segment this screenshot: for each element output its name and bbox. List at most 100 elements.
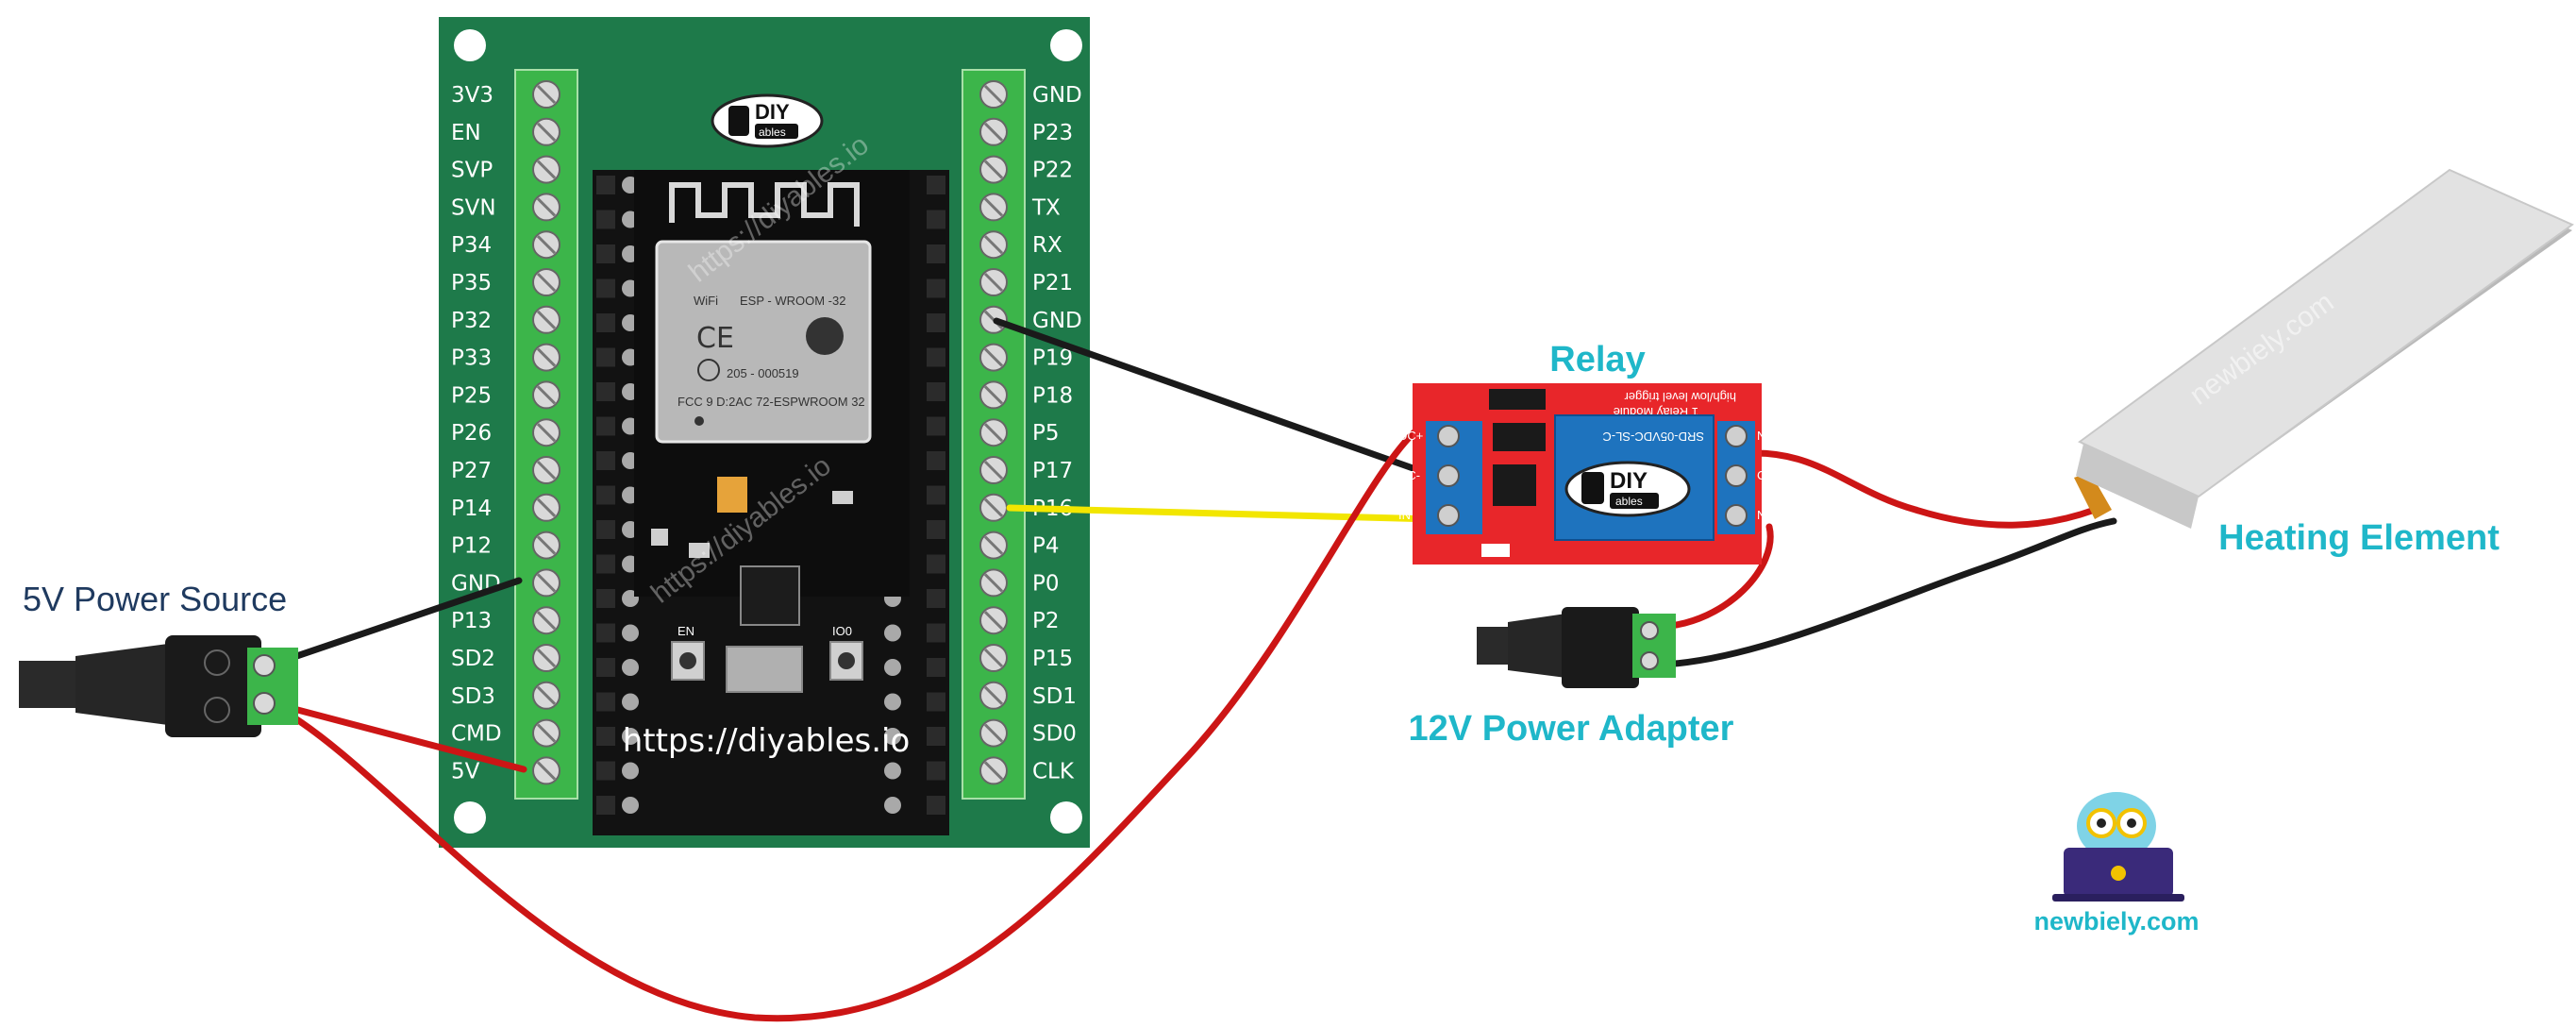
barrel-plug (19, 661, 75, 708)
header-pin (596, 210, 615, 229)
header-pin (927, 727, 945, 746)
pin-label-left: P13 (451, 609, 492, 633)
relay-pin-label: DC+ (1398, 429, 1423, 443)
pin-label-right: P22 (1032, 159, 1073, 183)
mount-hole (1050, 29, 1082, 61)
pin-label-left: P32 (451, 309, 492, 333)
screw-slot (983, 423, 1004, 443)
header-pin (927, 589, 945, 608)
pin-label-right: P19 (1032, 346, 1073, 371)
header-pin (596, 796, 615, 815)
header-pin (596, 589, 615, 608)
terminal-screw (1437, 504, 1460, 527)
relay-pin-label: NC (1757, 508, 1775, 522)
relay-pin-label: DC- (1398, 468, 1420, 482)
header-pin (927, 244, 945, 263)
pcb-antenna (669, 182, 860, 227)
header-pin (884, 797, 901, 814)
screw-slot (983, 611, 1004, 631)
screw-slot (983, 84, 1004, 105)
screw-slot (536, 160, 557, 179)
relay-silk: high/low level trigger (1624, 390, 1736, 404)
header-pin (596, 485, 615, 505)
pin-label-left: P35 (451, 271, 492, 295)
header-pin (927, 347, 945, 367)
pin-label-left: P25 (451, 383, 492, 408)
screw-slot (983, 197, 1004, 217)
header-pin (884, 659, 901, 676)
header-pin (927, 278, 945, 298)
header-pin (927, 485, 945, 505)
wire-5v-positive (265, 699, 527, 773)
plug-housing (1562, 607, 1639, 688)
heating-element: newbiely.com Heating Element (2074, 168, 2574, 558)
pin-label-right: P15 (1032, 647, 1073, 671)
right-terminal-screws (979, 80, 1008, 785)
screw-slot (536, 685, 557, 705)
header-pin (596, 658, 615, 677)
relay-pin-label: NO (1757, 429, 1776, 443)
screw-slot (536, 197, 557, 217)
optocoupler (1493, 423, 1546, 451)
module-cert: 205 - 000519 (727, 366, 799, 380)
screw-slot (983, 385, 1004, 405)
header-pin (884, 762, 901, 780)
relay-logo: DIY ables (1564, 461, 1691, 517)
adapter-label: 12V Power Adapter (1409, 709, 1734, 749)
screw-slot (983, 535, 1004, 555)
header-pin (622, 659, 639, 676)
transistor (1493, 464, 1536, 506)
header-pin (596, 382, 615, 401)
pin-label-left: 5V (451, 759, 480, 784)
header-pin (927, 176, 945, 194)
screw-slot (536, 235, 557, 255)
plug-housing (165, 635, 261, 737)
header-pin (884, 728, 901, 745)
pin-label-right: P21 (1032, 271, 1073, 295)
smd-led (1481, 544, 1510, 557)
header-pin (927, 658, 945, 677)
header-pin (622, 728, 639, 745)
pin-label-left: SD2 (451, 647, 495, 671)
pin-label-left: P26 (451, 421, 492, 446)
plug-grip (75, 644, 168, 725)
smd-component (651, 529, 668, 546)
pin-label-left: 3V3 (451, 83, 493, 108)
heater-lead (2074, 472, 2112, 519)
pin-label-right: GND (1032, 309, 1082, 333)
screw-slot (536, 573, 557, 593)
plus-icon (204, 697, 230, 723)
laptop-dot (2111, 866, 2126, 881)
pin-label-right: TX (1031, 195, 1061, 220)
pin-label-right: P23 (1032, 121, 1073, 145)
module-name: ESP - WROOM -32 (740, 294, 845, 308)
relay-pin-label: IN (1398, 508, 1411, 522)
screw-slot (536, 272, 557, 293)
pin-label-right: P17 (1032, 459, 1073, 483)
minus-icon (204, 649, 230, 676)
relay-pin-label: COM (1757, 468, 1785, 482)
wire-5v-ground (265, 577, 523, 669)
header-pin (927, 313, 945, 332)
module-fcc: FCC 9 D:2AC 72-ESPWROOM 32 (677, 395, 865, 409)
screw-slot (983, 723, 1004, 743)
header-pin (596, 416, 615, 436)
screw-slot (983, 497, 1004, 517)
screw-slot (983, 235, 1004, 255)
wifi-icon (806, 317, 844, 355)
pin-label-right: SD1 (1032, 684, 1077, 709)
mount-hole (1050, 801, 1082, 834)
screw-slot (983, 272, 1004, 293)
header-pin (884, 624, 901, 642)
wire-heater-1 (1751, 449, 2099, 529)
header-pin (927, 520, 945, 539)
pin-label-left: P27 (451, 459, 492, 483)
en-button-label: EN (677, 624, 694, 638)
pin-label-right: SD0 (1032, 722, 1077, 747)
screw-slot (983, 685, 1004, 705)
wire-12v-positive (1657, 523, 1774, 631)
right-pin-labels: GNDP23P22TXRXP21GNDP19P18P5P17P16P4P0P2P… (1031, 83, 1082, 784)
header-pin (596, 727, 615, 746)
newbiely-text: newbiely.com (2033, 907, 2199, 935)
heater-edge (2076, 444, 2199, 529)
